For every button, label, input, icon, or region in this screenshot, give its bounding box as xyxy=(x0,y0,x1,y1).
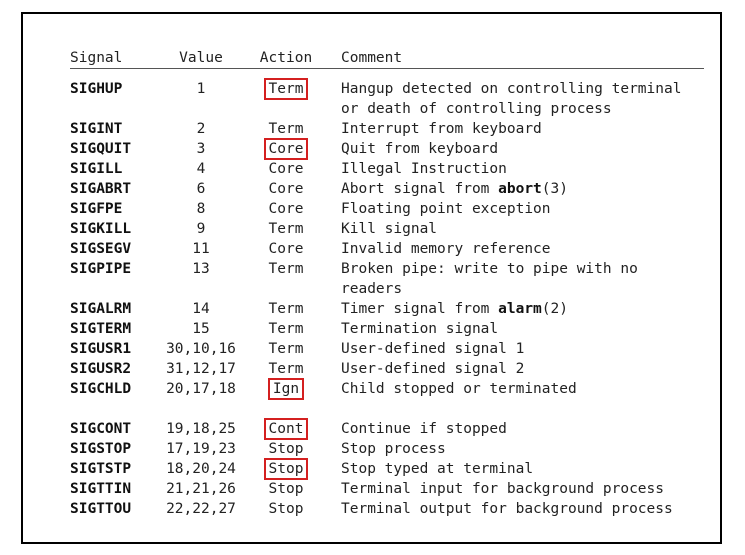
signal-name: SIGHUP xyxy=(70,81,123,97)
signal-comment: User-defined signal 1 xyxy=(341,341,525,357)
signal-name: SIGUSR2 xyxy=(70,361,132,377)
signal-action: Stop xyxy=(268,481,304,497)
signal-name: SIGFPE xyxy=(70,201,123,217)
signal-value: 14 xyxy=(192,301,210,317)
signal-comment: Quit from keyboard xyxy=(341,141,499,157)
signal-value: 11 xyxy=(192,241,210,257)
signal-comment: Termination signal xyxy=(341,321,499,337)
signal-value: 4 xyxy=(196,161,206,177)
signal-action: Term xyxy=(268,341,304,357)
signal-action: Core xyxy=(268,241,304,257)
signal-comment: Kill signal xyxy=(341,221,438,237)
signal-action: Core xyxy=(268,181,304,197)
signal-name: SIGSTOP xyxy=(70,441,132,457)
signal-comment: Stop typed at terminal xyxy=(341,461,534,477)
signal-value: 18,20,24 xyxy=(166,461,236,477)
signal-action: Term xyxy=(268,301,304,317)
signal-comment: Floating point exception xyxy=(341,201,551,217)
signal-value: 6 xyxy=(196,181,206,197)
signal-action: Term xyxy=(268,261,304,277)
signal-name: SIGTSTP xyxy=(70,461,132,477)
signal-value: 3 xyxy=(196,141,206,157)
signal-name: SIGPIPE xyxy=(70,261,132,277)
signal-name: SIGKILL xyxy=(70,221,132,237)
man-page-reference: abort xyxy=(498,181,542,197)
signal-comment-continued: readers xyxy=(341,281,403,297)
action-highlight-box xyxy=(263,138,309,160)
signal-comment: Terminal output for background process xyxy=(341,501,673,517)
signal-comment: Hangup detected on controlling terminal xyxy=(341,81,682,97)
signal-name: SIGABRT xyxy=(70,181,132,197)
signal-comment: Illegal Instruction xyxy=(341,161,507,177)
signal-name: SIGSEGV xyxy=(70,241,132,257)
signal-action: Core xyxy=(268,201,304,217)
signal-action: Term xyxy=(268,121,304,137)
header-action: Action xyxy=(259,50,313,66)
signal-value: 15 xyxy=(192,321,210,337)
signal-name: SIGALRM xyxy=(70,301,132,317)
action-highlight-box xyxy=(267,378,305,400)
signal-name: SIGUSR1 xyxy=(70,341,132,357)
signal-comment-continued: or death of controlling process xyxy=(341,101,612,117)
header-signal: Signal xyxy=(70,50,123,66)
signal-value: 13 xyxy=(192,261,210,277)
signal-action: Core xyxy=(268,161,304,177)
signal-value: 1 xyxy=(196,81,206,97)
signal-action: Stop xyxy=(268,461,304,477)
signal-action: Core xyxy=(268,141,304,157)
signal-comment: Invalid memory reference xyxy=(341,241,551,257)
signal-comment: Broken pipe: write to pipe with no xyxy=(341,261,638,277)
signal-value: 2 xyxy=(196,121,206,137)
signal-name: SIGCHLD xyxy=(70,381,132,397)
man-page-reference: alarm xyxy=(498,301,542,317)
signal-comment: User-defined signal 2 xyxy=(341,361,525,377)
signal-value: 21,21,26 xyxy=(166,481,236,497)
signal-name: SIGCONT xyxy=(70,421,132,437)
signal-comment: Timer signal from alarm(2) xyxy=(341,301,568,317)
signal-action: Cont xyxy=(268,421,304,437)
action-highlight-box xyxy=(263,418,309,440)
signal-comment: Child stopped or terminated xyxy=(341,381,577,397)
signal-name: SIGTERM xyxy=(70,321,132,337)
signal-comment: Abort signal from abort(3) xyxy=(341,181,568,197)
signal-action: Term xyxy=(268,81,304,97)
signal-action: Stop xyxy=(268,501,304,517)
action-highlight-box xyxy=(263,458,309,480)
signal-value: 9 xyxy=(196,221,206,237)
header-value: Value xyxy=(179,50,223,66)
signal-action: Term xyxy=(268,361,304,377)
signal-name: SIGILL xyxy=(70,161,123,177)
signal-comment: Continue if stopped xyxy=(341,421,507,437)
signal-action: Stop xyxy=(268,441,304,457)
signal-value: 17,19,23 xyxy=(166,441,236,457)
signal-value: 30,10,16 xyxy=(166,341,236,357)
header-comment: Comment xyxy=(341,50,403,66)
action-highlight-box xyxy=(263,78,309,100)
signal-value: 8 xyxy=(196,201,206,217)
header-divider xyxy=(70,68,704,69)
signal-comment: Terminal input for background process xyxy=(341,481,665,497)
signal-value: 22,22,27 xyxy=(166,501,236,517)
signal-name: SIGINT xyxy=(70,121,123,137)
signal-comment: Stop process xyxy=(341,441,446,457)
signal-action: Term xyxy=(268,321,304,337)
signal-name: SIGQUIT xyxy=(70,141,132,157)
signal-value: 19,18,25 xyxy=(166,421,236,437)
signal-name: SIGTTIN xyxy=(70,481,132,497)
signal-comment: Interrupt from keyboard xyxy=(341,121,542,137)
signal-value: 20,17,18 xyxy=(166,381,236,397)
signal-name: SIGTTOU xyxy=(70,501,132,517)
signal-action: Ign xyxy=(272,381,300,397)
signal-value: 31,12,17 xyxy=(166,361,236,377)
signal-action: Term xyxy=(268,221,304,237)
